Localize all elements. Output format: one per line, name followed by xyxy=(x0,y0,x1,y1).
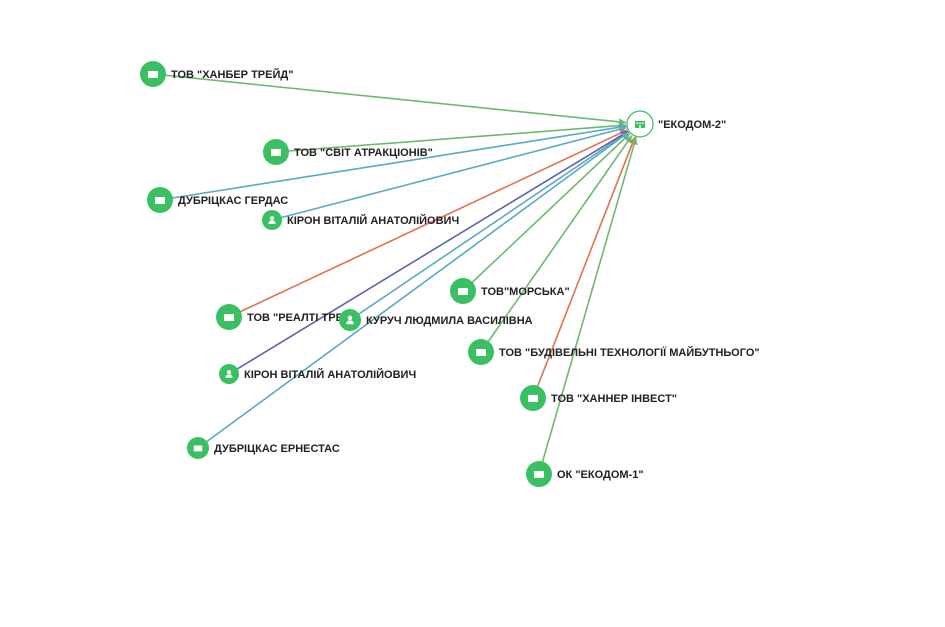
graph-node[interactable]: ОК "ЕКОДОМ-1" xyxy=(526,461,644,487)
node-label: "ЕКОДОМ-2" xyxy=(658,119,726,131)
node-label: КІРОН ВІТАЛІЙ АНАТОЛІЙОВИЧ xyxy=(244,368,416,381)
building-icon xyxy=(271,149,281,156)
node-label: ОК "ЕКОДОМ-1" xyxy=(557,469,644,481)
edge-svit-to-ekodom2 xyxy=(275,124,627,153)
edge-kuruch-to-ekodom2 xyxy=(349,131,629,321)
edge-hanber-to-ekodom2 xyxy=(152,73,627,124)
building-icon xyxy=(528,395,538,402)
graph-node[interactable]: КІРОН ВІТАЛІЙ АНАТОЛІЙОВИЧ xyxy=(262,210,459,230)
edge-realti-to-ekodom2 xyxy=(228,129,628,318)
graph-node[interactable]: ТОВ "СВІТ АТРАКЦІОНІВ" xyxy=(263,139,433,165)
person-icon xyxy=(346,315,354,325)
node-label: ТОВ "БУДІВЕЛЬНІ ТЕХНОЛОГІЇ МАЙБУТНЬОГО" xyxy=(499,346,760,359)
node-label: ТОВ "СВІТ АТРАКЦІОНІВ" xyxy=(294,147,433,159)
graph-node[interactable]: ТОВ "БУДІВЕЛЬНІ ТЕХНОЛОГІЇ МАЙБУТНЬОГО" xyxy=(468,339,760,365)
node-label: КУРУЧ ЛЮДМИЛА ВАСИЛІВНА xyxy=(366,315,533,327)
building-icon xyxy=(148,71,158,78)
center-node[interactable]: "ЕКОДОМ-2" xyxy=(626,110,726,138)
edges-layer xyxy=(152,73,638,475)
building-icon xyxy=(534,471,544,478)
nodes-layer: ТОВ "ХАНБЕР ТРЕЙД" ТОВ "СВІТ АТРАКЦІОНІВ"… xyxy=(140,61,760,487)
building-icon xyxy=(193,445,203,452)
node-label: ДУБРІЦКАС ГЕРДАС xyxy=(178,195,288,207)
node-label: ТОВ "РЕАЛТІ ТРЕ xyxy=(247,312,343,324)
graph-node[interactable]: ДУБРІЦКАС ГЕРДАС xyxy=(147,187,288,213)
building-icon xyxy=(635,121,645,128)
graph-node[interactable]: ДУБРІЦКАС ЕРНЕСТАС xyxy=(187,437,340,459)
graph-node[interactable]: КІРОН ВІТАЛІЙ АНАТОЛІЙОВИЧ xyxy=(219,364,416,384)
graph-node[interactable]: ТОВ "ХАНБЕР ТРЕЙД" xyxy=(140,61,293,87)
building-icon xyxy=(155,197,165,204)
graph-node[interactable]: ТОВ"МОРСЬКА" xyxy=(450,278,570,304)
person-icon xyxy=(268,216,276,224)
edge-budivelni-to-ekodom2 xyxy=(480,135,633,353)
node-label: ТОВ"МОРСЬКА" xyxy=(481,286,570,298)
building-icon xyxy=(476,349,486,356)
edge-arrowhead xyxy=(620,132,629,140)
edge-morska-to-ekodom2 xyxy=(462,133,631,292)
node-label: ДУБРІЦКАС ЕРНЕСТАС xyxy=(214,443,340,455)
node-label: ТОВ "ХАНБЕР ТРЕЙД" xyxy=(171,68,293,81)
edge-arrowhead xyxy=(630,137,638,146)
node-label: ТОВ "ХАННЕР ІНВЕСТ" xyxy=(551,393,677,405)
graph-node[interactable]: ТОВ "РЕАЛТІ ТРЕ xyxy=(216,304,343,330)
edge-kiron1-to-ekodom2 xyxy=(271,126,627,221)
edge-hanner-to-ekodom2 xyxy=(532,136,636,399)
edge-ernestas-to-ekodom2 xyxy=(197,131,630,449)
building-icon xyxy=(224,314,234,321)
edge-kiron2-to-ekodom2 xyxy=(228,130,629,375)
person-icon xyxy=(225,370,233,378)
graph-node[interactable]: ТОВ "ХАННЕР ІНВЕСТ" xyxy=(520,385,677,411)
graph-node[interactable]: КУРУЧ ЛЮДМИЛА ВАСИЛІВНА xyxy=(339,309,533,331)
node-label: КІРОН ВІТАЛІЙ АНАТОЛІЙОВИЧ xyxy=(287,214,459,227)
building-icon xyxy=(458,288,468,295)
edge-gerdas-to-ekodom2 xyxy=(159,125,627,201)
edge-ekodom1-to-ekodom2 xyxy=(538,137,637,475)
